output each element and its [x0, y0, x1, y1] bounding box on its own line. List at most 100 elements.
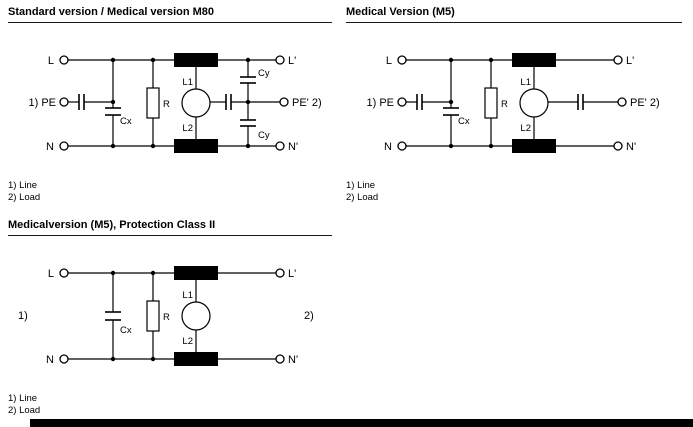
terminal-label-n-out: N': [626, 141, 636, 153]
terminal-label-n: N: [384, 141, 392, 153]
legend-line: 1) Line: [346, 180, 376, 191]
terminal-pe: [397, 97, 407, 107]
resistor-r: R: [484, 60, 508, 146]
terminal-label-l: L: [48, 268, 54, 280]
junction-dot: [110, 143, 116, 149]
legend-load: 2) Load: [8, 405, 41, 416]
pe-series-capacitor-left: [416, 94, 423, 110]
component-label-l1: L1: [182, 77, 193, 88]
component-label-l1: L1: [182, 290, 193, 301]
diagram-standard-m80: Standard version / Medical version M80 L…: [8, 6, 332, 204]
page-footer-bar: [30, 419, 693, 427]
line-rail: L L': [386, 53, 634, 67]
terminal-label-pe: 1) PE: [28, 97, 56, 109]
component-label-r: R: [501, 99, 508, 110]
legend-load: 2) Load: [346, 192, 379, 203]
component-label-cy-bottom: Cy: [258, 130, 270, 141]
junction-dot: [150, 143, 156, 149]
legend-line: 1) Line: [8, 180, 38, 191]
terminal-label-l-out: L': [626, 55, 634, 67]
legend: 1) Line 2) Load: [346, 180, 682, 204]
terminal-n: [59, 141, 69, 151]
resistor-r: R: [146, 60, 170, 146]
capacitor-cx: Cx: [105, 60, 132, 146]
component-label-r: R: [163, 312, 170, 323]
diagram-medical-m5: Medical Version (M5) L L' N N' 1) PE: [346, 6, 682, 204]
terminal-label-n: N: [46, 354, 54, 366]
pe-series-capacitor-left: [78, 94, 85, 110]
diagram-title: Medical Version (M5): [346, 6, 682, 23]
choke-winding-l1-bar: [512, 53, 556, 67]
terminal-n-out: [275, 354, 285, 364]
capacitor-cy-top: Cy: [240, 60, 270, 102]
terminal-l: [59, 268, 69, 278]
terminal-n: [397, 141, 407, 151]
terminal-pe: [59, 97, 69, 107]
pe-path: 1) PE PE' 2): [366, 94, 660, 110]
component-label-cx: Cx: [120, 325, 132, 336]
choke-winding-l1-bar: [174, 53, 218, 67]
terminal-pe-out: [617, 97, 627, 107]
side-label-line: 1): [18, 310, 28, 322]
terminal-label-pe: 1) PE: [366, 97, 394, 109]
terminal-pe-out: [279, 97, 289, 107]
pe-path: 1) PE PE' 2): [28, 94, 322, 110]
line-rail: L L': [48, 53, 296, 67]
common-mode-choke: L1 L2: [181, 280, 211, 352]
choke-core: [181, 301, 211, 331]
terminal-l-out: [275, 55, 285, 65]
resistor-r: R: [146, 273, 170, 359]
terminal-label-n-out: N': [288, 354, 298, 366]
legend-load: 2) Load: [8, 192, 41, 203]
resistor-body: [146, 87, 160, 119]
component-label-l1: L1: [520, 77, 531, 88]
junction-dot: [245, 143, 251, 149]
terminal-l: [59, 55, 69, 65]
resistor-body: [484, 87, 498, 119]
neutral-rail: N N': [384, 139, 636, 153]
choke-winding-l2-bar: [512, 139, 556, 153]
junction-dot: [448, 143, 454, 149]
component-label-l2: L2: [182, 336, 193, 347]
terminal-l: [397, 55, 407, 65]
terminal-label-l-out: L': [288, 268, 296, 280]
side-label-load: 2): [304, 310, 314, 322]
terminal-label-l-out: L': [288, 55, 296, 67]
terminal-n-out: [613, 141, 623, 151]
legend-line: 1) Line: [8, 393, 38, 404]
terminal-l-out: [613, 55, 623, 65]
terminal-label-pe-out: PE' 2): [630, 97, 660, 109]
component-label-cy-top: Cy: [258, 68, 270, 79]
diagram-title: Standard version / Medical version M80: [8, 6, 332, 23]
neutral-rail: N N': [46, 352, 298, 366]
terminal-l-out: [275, 268, 285, 278]
choke-winding-l1-bar: [174, 266, 218, 280]
pe-series-capacitor-right: [577, 94, 584, 110]
component-label-r: R: [163, 99, 170, 110]
legend: 1) Line 2) Load: [8, 393, 332, 417]
component-label-cx: Cx: [458, 116, 470, 127]
component-label-l2: L2: [182, 123, 193, 134]
circuit-schematic-medical-m5: L L' N N' 1) PE: [366, 53, 660, 153]
terminal-n-out: [275, 141, 285, 151]
terminal-label-l: L: [386, 55, 392, 67]
terminal-n: [59, 354, 69, 364]
terminal-label-n: N: [46, 141, 54, 153]
legend: 1) Line 2) Load: [8, 180, 332, 204]
capacitor-cx: Cx: [105, 273, 132, 359]
component-label-cx: Cx: [120, 116, 132, 127]
line-rail: L L': [48, 266, 296, 280]
choke-core: [519, 88, 549, 118]
common-mode-choke: L1 L2: [181, 67, 211, 139]
choke-winding-l2-bar: [174, 139, 218, 153]
capacitor-cx: Cx: [443, 60, 470, 146]
common-mode-choke: L1 L2: [519, 67, 549, 139]
diagram-m5-protection-class-2: Medicalversion (M5), Protection Class II…: [8, 219, 332, 417]
choke-core: [181, 88, 211, 118]
pe-series-capacitor-right: [225, 94, 232, 110]
terminal-label-n-out: N': [288, 141, 298, 153]
component-label-l2: L2: [520, 123, 531, 134]
terminal-label-pe-out: PE' 2): [292, 97, 322, 109]
circuit-schematic-standard-m80: L L' N N' 1) PE: [28, 53, 322, 153]
diagram-title: Medicalversion (M5), Protection Class II: [8, 219, 332, 236]
